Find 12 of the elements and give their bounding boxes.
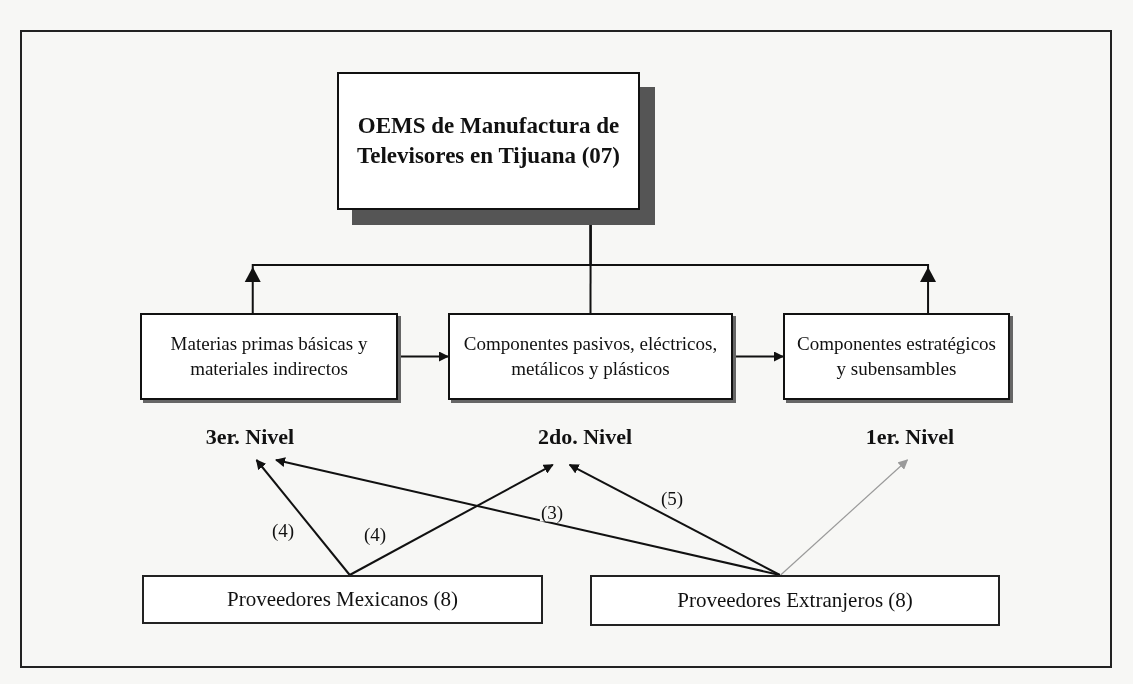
edge-label: (3) (539, 502, 565, 522)
process-box: Materias primas básicas y materiales indirectos (140, 313, 398, 400)
edge-label: (5) (659, 488, 685, 508)
level-label: 1er. Nivel (845, 420, 975, 452)
level-label: 2do. Nivel (515, 420, 655, 452)
level-label: 3er. Nivel (185, 420, 315, 452)
process-box: Componentes pasivos, eléctricos, metálicos y plásticos (448, 313, 733, 400)
process-box: Componentes estratégicos y subensambles (783, 313, 1010, 400)
process-box: Proveedores Mexicanos (8) (142, 575, 543, 624)
process-box: Proveedores Extranjeros (8) (590, 575, 1000, 626)
edge-label: (4) (270, 520, 296, 540)
edge-label: (4) (362, 524, 388, 544)
